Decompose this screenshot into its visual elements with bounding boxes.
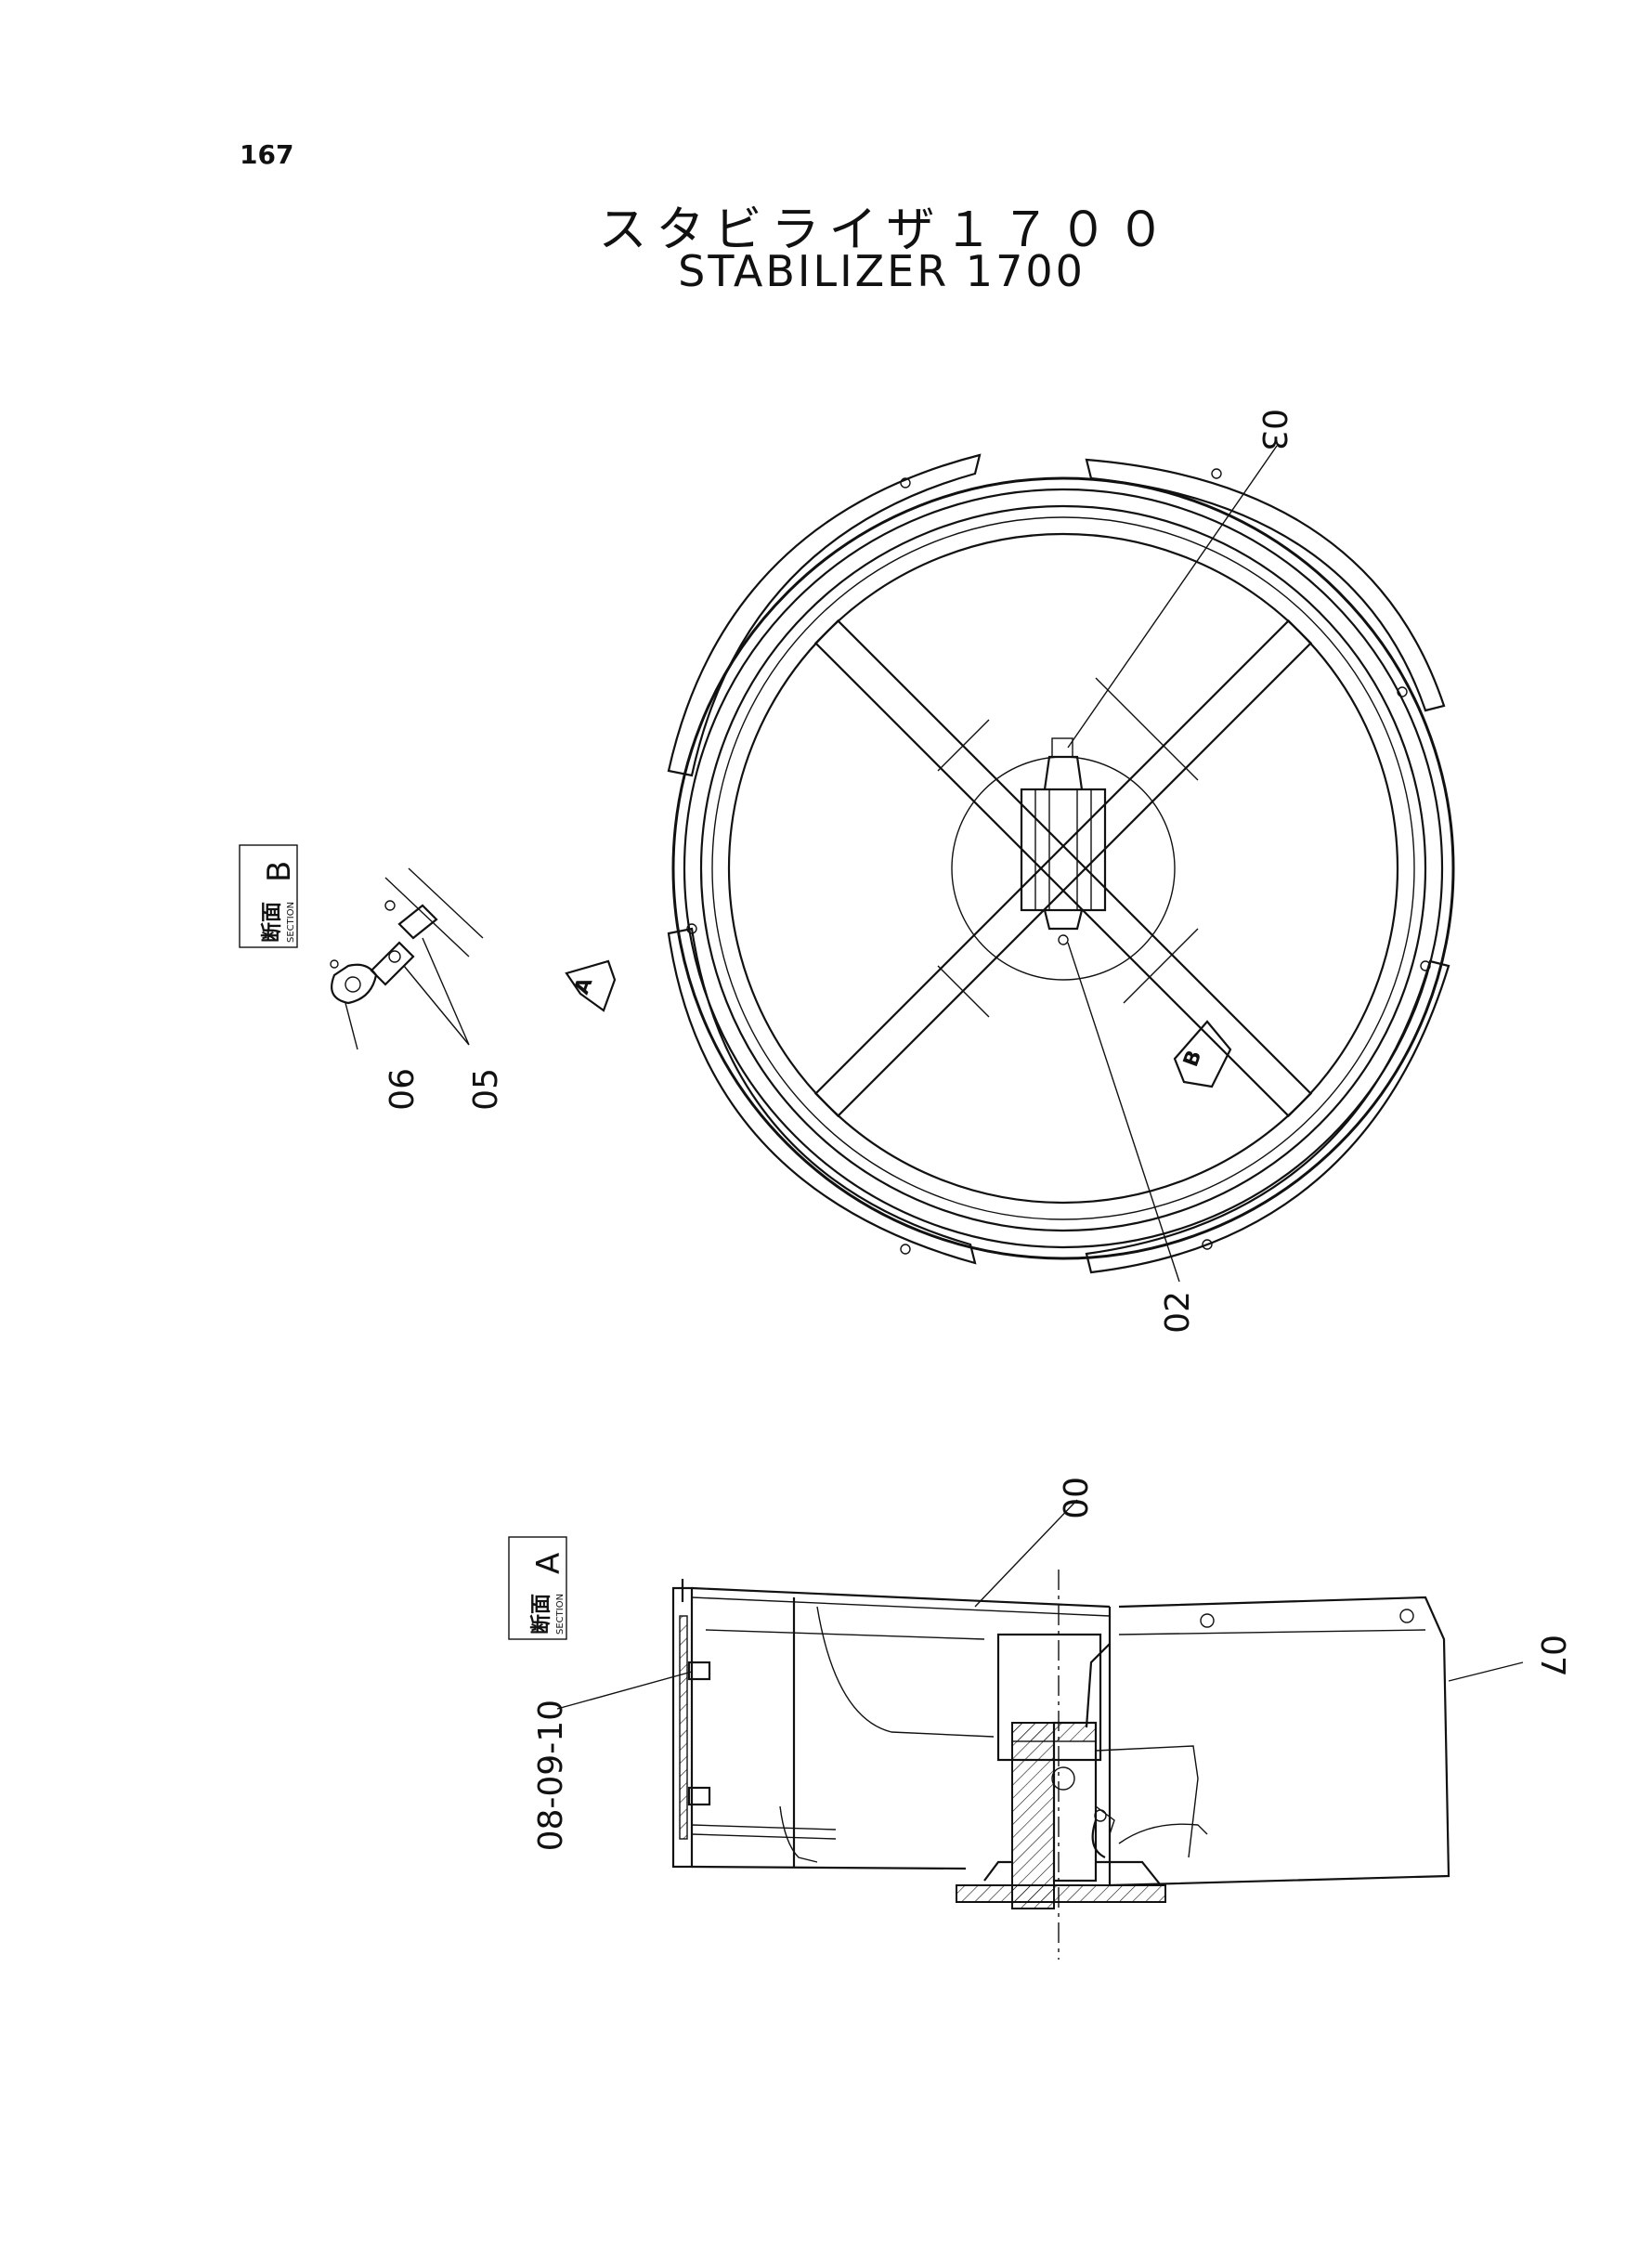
- page-number: 167: [240, 139, 294, 170]
- callout-08-09-10: 08-09-10: [532, 1700, 570, 1851]
- section-a-view: [671, 1570, 1450, 1960]
- leader-03: [1067, 445, 1278, 749]
- leader-08-09-10: [556, 1671, 693, 1710]
- view-marker-a: A: [565, 959, 617, 1012]
- callout-00: 00: [1055, 1477, 1093, 1519]
- leader-00: [974, 1499, 1078, 1608]
- stabilizer-top-view: [667, 453, 1455, 1274]
- section-b-sub: SECTION: [286, 902, 296, 943]
- callout-05: 05: [467, 1068, 505, 1111]
- section-a-kanji: 断面: [529, 1594, 553, 1635]
- section-b-detail: [330, 867, 484, 1050]
- title-japanese: スタビライザ１７００: [598, 202, 1175, 258]
- leader-02: [1067, 942, 1180, 1283]
- section-a-label: 断面 SECTION A: [508, 1536, 567, 1640]
- leader-07: [1448, 1661, 1524, 1682]
- section-b-label: 断面 SECTION B: [239, 844, 298, 948]
- callout-06: 06: [384, 1068, 422, 1111]
- section-a-sub: SECTION: [555, 1594, 566, 1635]
- callout-03: 03: [1255, 409, 1293, 451]
- section-b-letter: B: [261, 861, 298, 882]
- section-a-letter: A: [530, 1553, 567, 1574]
- view-marker-b-label: B: [1179, 1048, 1206, 1070]
- callout-07: 07: [1533, 1635, 1571, 1677]
- section-b-kanji: 断面: [260, 902, 284, 943]
- callout-02: 02: [1159, 1291, 1197, 1334]
- title-english: STABILIZER 1700: [678, 246, 1086, 296]
- view-marker-a-label: A: [570, 974, 597, 997]
